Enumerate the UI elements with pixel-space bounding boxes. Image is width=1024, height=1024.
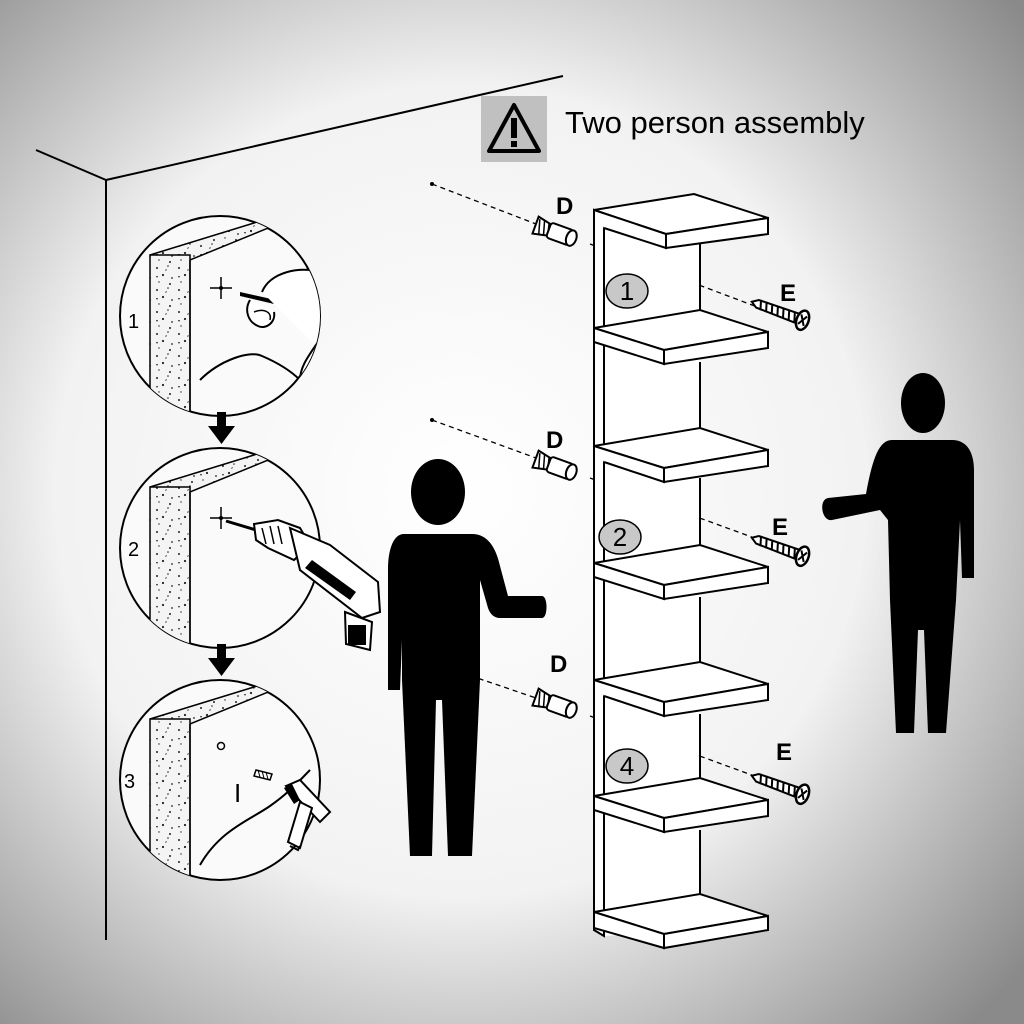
anchor-letter: I [234, 778, 241, 808]
part-label-e: E [772, 514, 788, 541]
shelf-board [593, 776, 769, 834]
step-1-inset: 1 [119, 215, 321, 417]
warning-header: Two person assembly [481, 96, 865, 162]
shelf-board [593, 660, 769, 718]
warning-triangle-icon [487, 103, 541, 153]
part-label-e: E [776, 739, 792, 766]
wall-anchor-d: D [531, 427, 581, 484]
shelf-board [593, 192, 769, 250]
drill-point [430, 182, 434, 186]
shelf-badge: 2 [598, 519, 642, 555]
shelf-board [593, 543, 769, 601]
room-corner [35, 75, 564, 940]
screw-e: E [747, 739, 813, 807]
shelf-board [593, 892, 769, 950]
screw-e: E [747, 514, 813, 569]
shelf-board [593, 308, 769, 366]
part-label-e: E [780, 280, 796, 307]
badge-number: 2 [613, 522, 627, 552]
step-number: 2 [128, 539, 139, 561]
step-number: 3 [124, 771, 135, 793]
shelf-board [593, 426, 769, 484]
down-arrow-icon [208, 644, 235, 676]
step-number: 1 [128, 311, 139, 333]
wall-anchor-d: D [531, 193, 581, 250]
drill-icon [225, 518, 382, 652]
drill-point [430, 418, 434, 422]
part-label-d: D [546, 427, 563, 454]
screw-e: E [747, 280, 813, 333]
part-label-d: D [550, 651, 567, 678]
shelf-badge: 1 [605, 273, 649, 309]
step-3-inset: 3 I [119, 679, 332, 881]
person-right-icon [822, 373, 974, 733]
shelf-unit [593, 192, 769, 950]
wall-plug-icon [253, 769, 273, 781]
shelf-badge: 4 [605, 748, 649, 784]
badge-number: 1 [620, 276, 634, 306]
wall-anchor-d: D [531, 651, 581, 722]
hammer-icon [284, 778, 332, 852]
pencil-marking-icon [199, 268, 320, 381]
down-arrow-icon [208, 412, 235, 444]
warning-text: Two person assembly [565, 105, 865, 140]
person-left-icon [388, 459, 547, 856]
badge-number: 4 [620, 751, 634, 781]
part-label-d: D [556, 193, 573, 220]
